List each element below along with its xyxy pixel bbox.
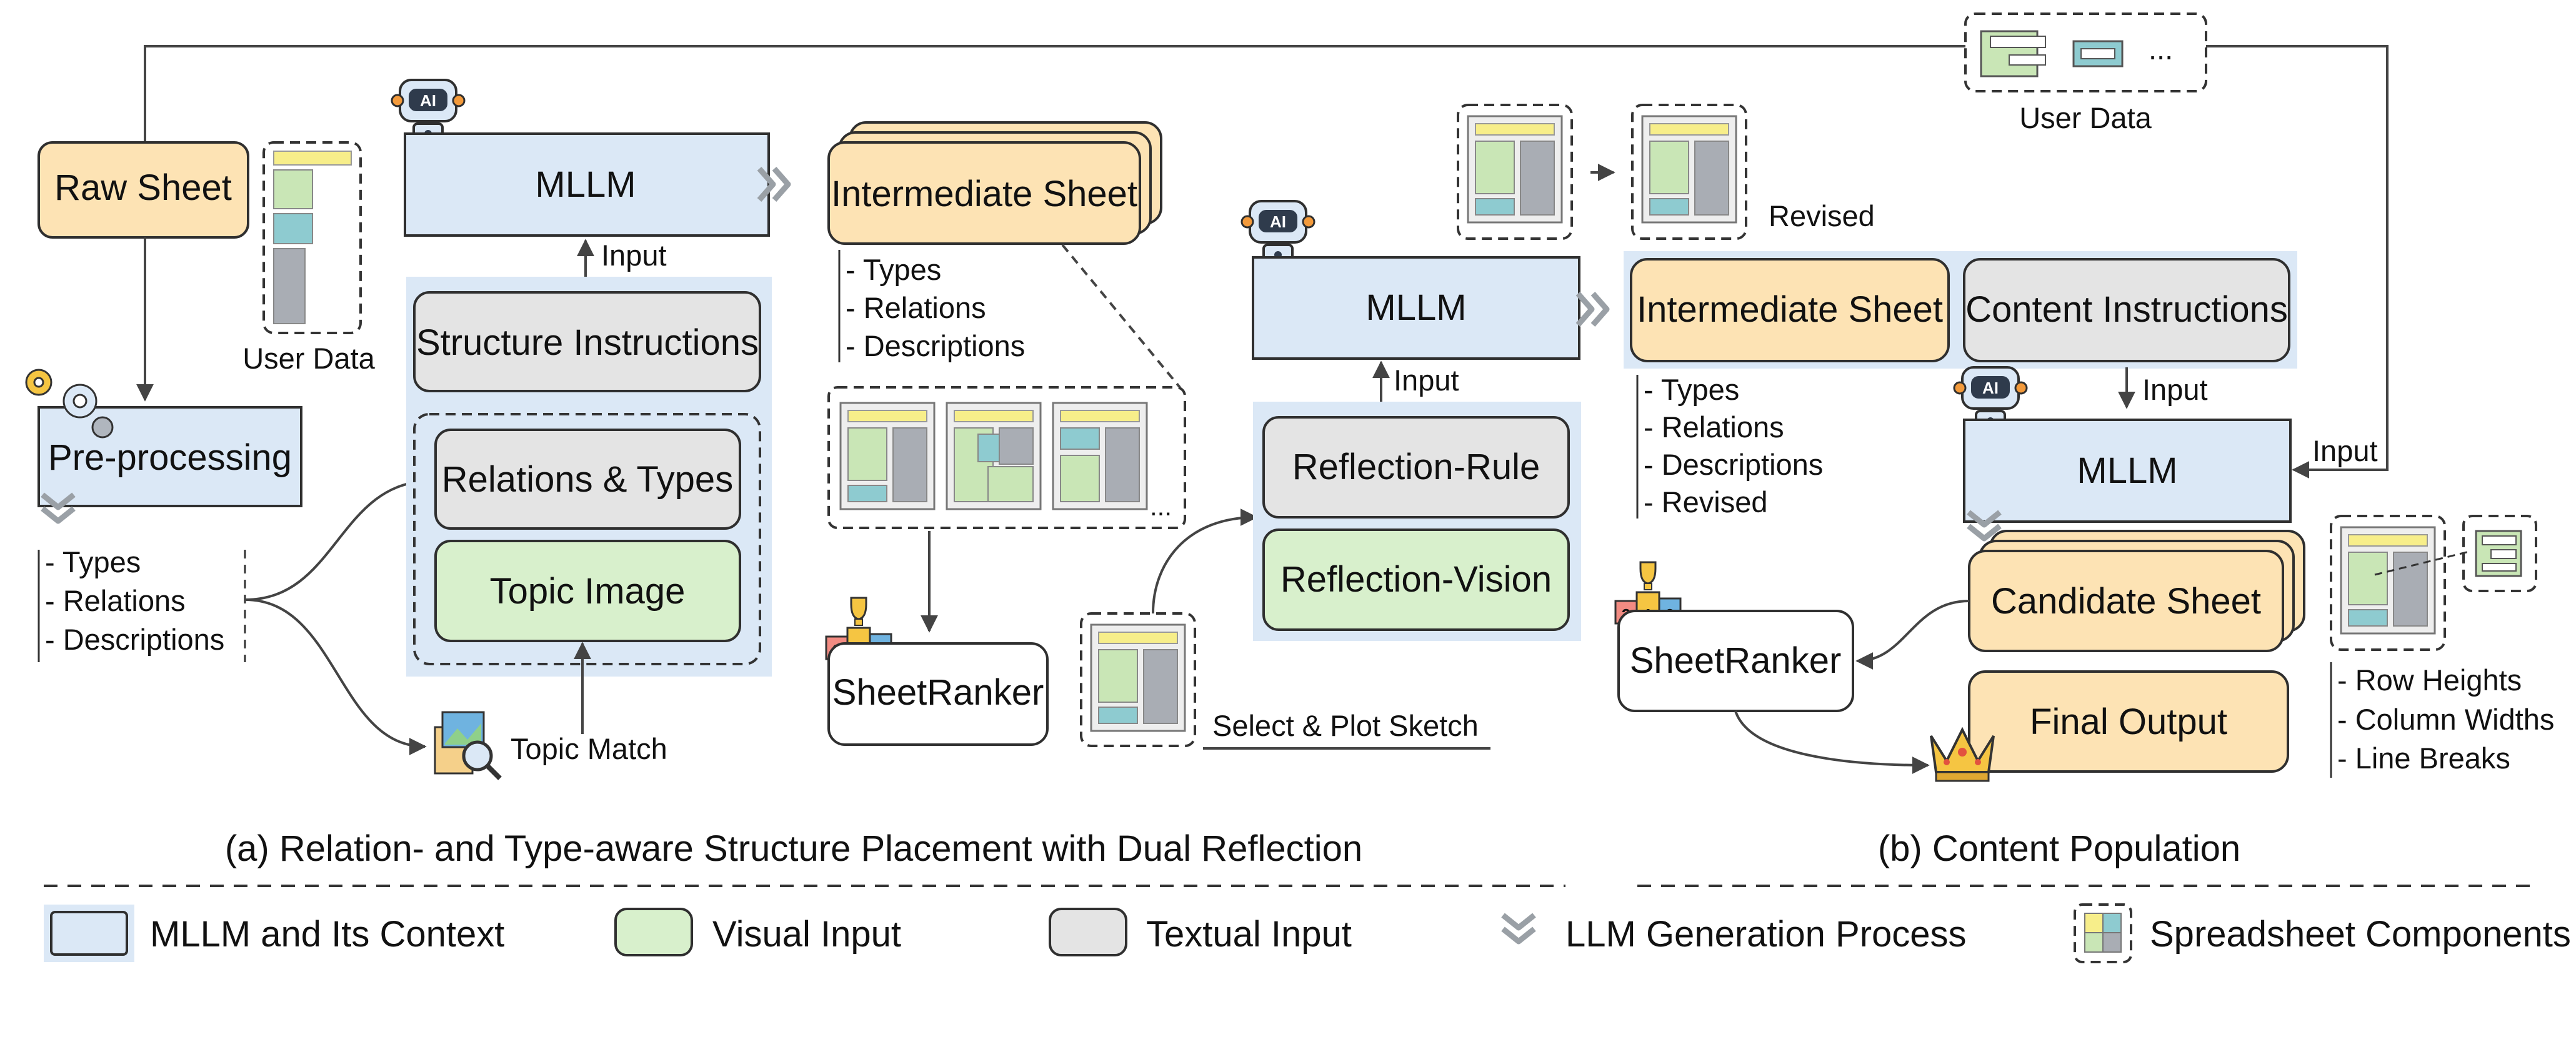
outputs-to-topic-match-arrow (244, 598, 427, 755)
final-components-list: - Row Heights - Column Widths - Line Bre… (2330, 662, 2554, 778)
preprocessing-label: Pre-processing (48, 437, 292, 478)
content-instructions-node: Content Instructions (1963, 258, 2290, 362)
sketch-to-reflection-arrow (1152, 509, 1258, 614)
svg-text:- Descriptions: - Descriptions (45, 623, 224, 656)
image-search-icon (434, 711, 502, 780)
structure-instructions-node: Structure Instructions (413, 291, 761, 392)
svg-text:...: ... (2149, 32, 2173, 66)
mllm-node-a2: MLLM (1252, 256, 1580, 360)
svg-text:- Line Breaks: - Line Breaks (2337, 742, 2510, 775)
svg-text:- Row Heights: - Row Heights (2337, 663, 2522, 697)
intermediate-outputs-b: - Types - Relations - Descriptions - Rev… (1636, 373, 1823, 519)
legend-item-generation-process: LLM Generation Process (1503, 914, 1967, 955)
input-label-b: Input (2142, 373, 2208, 406)
topic-image-node: Topic Image (434, 540, 741, 642)
caption-b: (b) Content Population (1878, 828, 2240, 869)
crown-icon (1930, 727, 1995, 782)
legend-item-mllm-context: MLLM and Its Context (44, 905, 504, 962)
ranker-to-final-arrow (1734, 710, 1930, 774)
svg-text:LLM Generation Process: LLM Generation Process (1565, 914, 1967, 955)
svg-text:- Revised: - Revised (1644, 485, 1768, 519)
user-data-to-mllm-arrow (2206, 45, 2389, 479)
gear-icon (25, 369, 114, 439)
user-data-label-left: User Data (242, 342, 375, 375)
svg-text:...: ... (1150, 492, 1172, 521)
intermediate-outputs-a: - Types - Relations - Descriptions (838, 250, 1025, 362)
svg-text:MLLM: MLLM (535, 164, 636, 205)
user-data-thumbnail-left (262, 141, 362, 334)
selected-sketch-a (1080, 612, 1196, 747)
svg-text:Content Instructions: Content Instructions (1965, 289, 2288, 330)
input-label-side: Input (2312, 434, 2378, 467)
sheetranker-node-b: SheetRanker (1617, 610, 1854, 712)
svg-text:Topic Image: Topic Image (490, 571, 686, 612)
reflection-rule-node: Reflection-Rule (1262, 416, 1570, 519)
svg-text:Reflection-Rule: Reflection-Rule (1292, 447, 1540, 487)
legend-item-textual-input: Textual Input (1049, 908, 1352, 956)
sheetranker-node-a: SheetRanker (827, 642, 1049, 746)
svg-text:- Types: - Types (846, 253, 941, 286)
svg-text:SheetRanker: SheetRanker (832, 672, 1044, 713)
reflection-vision-node: Reflection-Vision (1262, 528, 1570, 631)
raw-sheet-label: Raw Sheet (54, 167, 232, 208)
user-data-components-top: ... (1964, 12, 2207, 92)
mllm-node-b: MLLM (1963, 419, 2292, 523)
svg-text:- Types: - Types (45, 545, 141, 578)
legend: MLLM and Its Context Visual Input Textua… (44, 903, 2571, 963)
svg-text:SheetRanker: SheetRanker (1630, 640, 1842, 681)
raw-sheet-node: Raw Sheet (37, 141, 249, 239)
input-label-a2: Input (1394, 364, 1459, 397)
intermediate-sheet-node-b: Intermediate Sheet (1630, 258, 1950, 362)
outputs-to-relations-arrow (244, 472, 433, 601)
svg-text:Structure Instructions: Structure Instructions (416, 322, 759, 363)
svg-text:- Types: - Types (1644, 373, 1739, 406)
svg-text:- Column Widths: - Column Widths (2337, 703, 2554, 736)
candidate-sheet-stack: Candidate Sheet (1968, 530, 2305, 652)
topic-match-label: Topic Match (511, 732, 667, 765)
svg-text:- Descriptions: - Descriptions (846, 329, 1025, 362)
select-plot-label: Select & Plot Sketch (1212, 709, 1479, 742)
candidate-thumbnails-a: ... (827, 386, 1186, 529)
svg-text:Intermediate Sheet: Intermediate Sheet (831, 174, 1137, 214)
svg-text:Relations & Types: Relations & Types (442, 459, 733, 500)
svg-text:Reflection-Vision: Reflection-Vision (1281, 559, 1552, 600)
svg-text:Final Output: Final Output (2030, 702, 2227, 742)
svg-text:Intermediate Sheet: Intermediate Sheet (1637, 289, 1943, 330)
legend-item-spreadsheet-components: Spreadsheet Components (2074, 903, 2571, 963)
user-data-label-top: User Data (2019, 101, 2152, 134)
svg-text:- Relations: - Relations (45, 584, 186, 617)
caption-a: (a) Relation- and Type-aware Structure P… (225, 828, 1362, 869)
svg-text:- Relations: - Relations (846, 291, 986, 324)
relations-types-node: Relations & Types (434, 429, 741, 530)
generation-chevron-icon-2 (1578, 294, 1607, 325)
raw-sheet-top-connector (144, 45, 1965, 142)
preprocess-outputs: - Types - Relations - Descriptions (37, 545, 246, 662)
revised-label: Revised (1769, 199, 1875, 232)
ai-robot-icon-2 (1241, 200, 1315, 266)
svg-text:- Relations: - Relations (1644, 410, 1784, 444)
mllm-node-a1: MLLM (404, 132, 770, 237)
svg-text:Spreadsheet Components: Spreadsheet Components (2150, 914, 2571, 955)
sketch-after-revision (1631, 104, 1747, 240)
final-sketch-components (2330, 515, 2537, 651)
intermediate-sheet-stack-a: Intermediate Sheet (827, 121, 1162, 245)
final-output-node: Final Output (1968, 670, 2289, 773)
candidate-to-ranker-arrow (1855, 600, 1970, 670)
input-label-a1: Input (601, 239, 667, 272)
legend-item-visual-input: Visual Input (614, 908, 901, 956)
svg-text:MLLM: MLLM (2077, 450, 2177, 491)
sketch-before-revision (1457, 104, 1573, 240)
svg-text:Candidate Sheet: Candidate Sheet (1991, 581, 2261, 622)
svg-text:Visual Input: Visual Input (712, 914, 901, 955)
svg-text:MLLM and Its Context: MLLM and Its Context (150, 914, 504, 955)
zoom-connector (1061, 244, 1181, 389)
svg-text:Textual Input: Textual Input (1146, 914, 1352, 955)
preprocessing-node: Pre-processing (37, 406, 302, 507)
svg-text:- Descriptions: - Descriptions (1644, 448, 1823, 481)
chevron-down-icon-legend (1503, 915, 1534, 941)
svg-text:MLLM: MLLM (1365, 287, 1466, 328)
context-dashed-group (413, 413, 761, 665)
